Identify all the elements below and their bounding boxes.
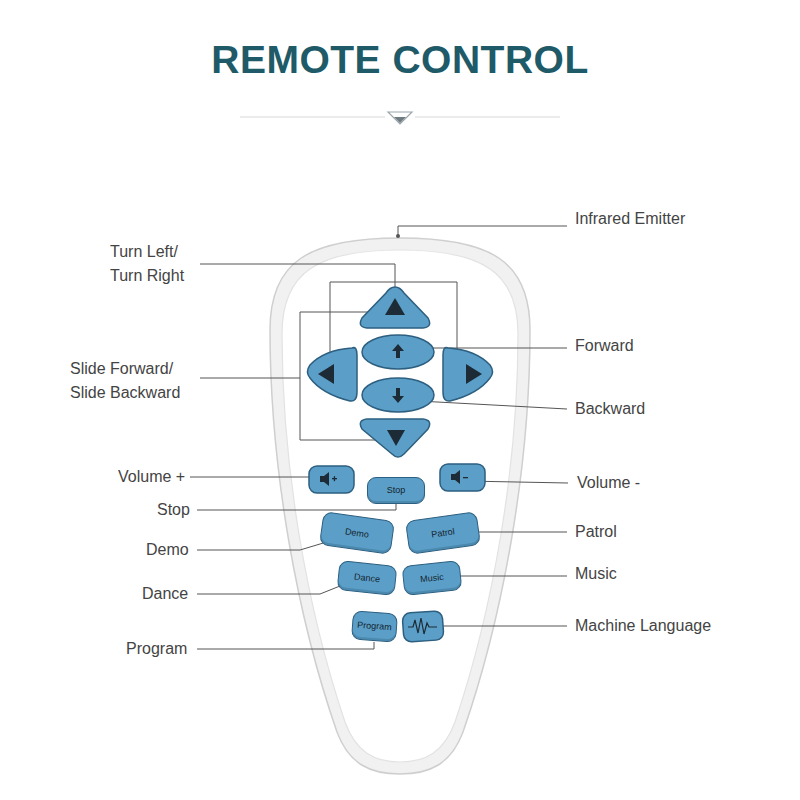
- volume-down-button: [440, 464, 485, 491]
- speaker-icon: [451, 470, 460, 484]
- callout-label: Infrared Emitter: [575, 207, 685, 231]
- up-button: [360, 287, 429, 328]
- leader-line: [398, 226, 567, 236]
- leader-line: [190, 477, 328, 478]
- button-text: Demo: [344, 526, 369, 540]
- arrow-icon: [466, 364, 482, 384]
- down-button: [360, 419, 429, 457]
- remote-button: Program: [351, 610, 398, 642]
- leader-line: [197, 502, 396, 510]
- waveform-icon: [408, 618, 437, 634]
- leader-line: [432, 626, 567, 627]
- remote-button: Demo: [319, 511, 395, 555]
- leader-line: [197, 538, 340, 550]
- remote-body: [270, 238, 530, 774]
- leader-lines: [190, 226, 568, 649]
- minus-icon: [463, 477, 468, 478]
- remote-button: Music: [402, 560, 463, 596]
- plus-icon: [334, 476, 335, 481]
- callout-label: Stop: [157, 498, 190, 522]
- button-text: Stop: [387, 485, 406, 496]
- arrow-icon: [392, 388, 404, 403]
- machine-language-button: [402, 611, 444, 643]
- forward-button: [362, 335, 434, 369]
- divider-line: [415, 117, 560, 118]
- right-button: [443, 348, 493, 401]
- callout-label: Machine Language: [575, 614, 711, 638]
- callout-label: Dance: [142, 582, 188, 606]
- volume-up-button: [309, 466, 354, 493]
- callout-label: Music: [575, 562, 617, 586]
- button-text: Patrol: [431, 526, 456, 540]
- divider-icon: [388, 112, 412, 124]
- callout-label: Turn Left/ Turn Right: [110, 240, 210, 288]
- callout-label: Patrol: [575, 520, 617, 544]
- leader-line: [197, 642, 374, 649]
- speaker-icon: [320, 472, 329, 486]
- arrow-icon: [387, 430, 405, 446]
- leader-line: [197, 584, 345, 594]
- remote-button: Patrol: [405, 511, 481, 555]
- callout-label: Volume -: [577, 471, 640, 495]
- remote-button: Dance: [337, 560, 398, 596]
- button-text: Dance: [353, 571, 380, 585]
- leader-dot: [396, 234, 400, 238]
- page-title: REMOTE CONTROL: [0, 38, 800, 82]
- callout-label: Slide Forward/ Slide Backward: [70, 357, 198, 405]
- callout-label: Volume +: [118, 465, 185, 489]
- button-text: Music: [420, 571, 445, 584]
- leader-line: [455, 576, 567, 577]
- arrow-icon: [385, 298, 405, 315]
- callout-label: Demo: [146, 538, 189, 562]
- leader-line: [200, 378, 300, 379]
- callout-label: Backward: [575, 397, 645, 421]
- divider-line: [240, 117, 385, 118]
- button-text: Program: [356, 619, 391, 632]
- remote-face: [282, 250, 518, 762]
- arrow-icon: [392, 344, 404, 358]
- backward-button: [362, 378, 434, 412]
- callout-label: Forward: [575, 334, 634, 358]
- direction-buttons: [308, 287, 493, 642]
- remote-button: Stop: [367, 477, 425, 504]
- left-button: [308, 348, 358, 401]
- arrow-icon: [318, 364, 334, 384]
- button-icons: [318, 298, 482, 486]
- callout-label: Program: [126, 637, 187, 661]
- divider-icon: [394, 117, 406, 123]
